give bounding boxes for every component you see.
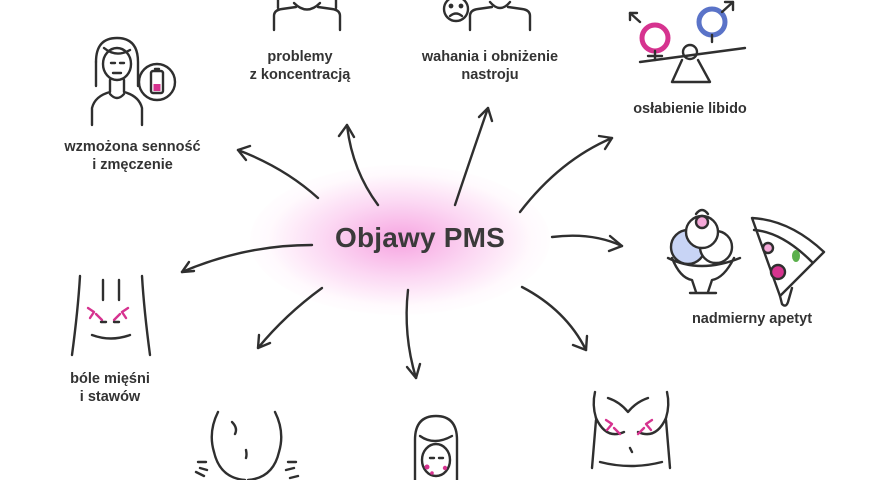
- arrow-to-fatigue: [236, 144, 320, 200]
- person-icon: [272, 0, 342, 32]
- sad-face-icon: [442, 0, 470, 23]
- label-mood: wahania i obniżenie nastroju: [421, 49, 559, 83]
- label-fatigue: wzmożona senność i zmęczenie: [64, 139, 201, 173]
- label-concentration: problemy z koncentracją: [249, 49, 351, 83]
- arrow-to-acne: [405, 288, 422, 380]
- battery-icon: [137, 62, 177, 102]
- person-icon: [468, 0, 532, 32]
- arrow-to-libido: [518, 134, 614, 214]
- arrow-to-appetite: [550, 234, 624, 253]
- arrow-to-concentration: [337, 123, 380, 207]
- arrows: [180, 106, 624, 380]
- acne-face-icon: [413, 414, 459, 480]
- pizza-icon: [750, 216, 826, 307]
- ice-cream-icon: [666, 208, 742, 295]
- arrow-to-mood: [453, 106, 494, 207]
- arrow-to-breast-pain: [520, 285, 589, 352]
- label-libido: osłabienie libido: [633, 101, 747, 117]
- center-glow: [250, 165, 550, 315]
- label-appetite: nadmierny apetyt: [691, 311, 813, 327]
- label-pain: bóle mięśni i stawów: [70, 371, 150, 405]
- arrow-to-pain: [180, 243, 314, 274]
- person-icon: [90, 36, 144, 127]
- center-title: Objawy PMS: [334, 222, 506, 253]
- gender-scale-icon: [628, 0, 747, 84]
- arrow-to-bloating: [256, 286, 324, 350]
- breast-pain-icon: [590, 390, 672, 470]
- bloating-icon: [194, 410, 300, 480]
- back-pain-icon: [70, 274, 152, 357]
